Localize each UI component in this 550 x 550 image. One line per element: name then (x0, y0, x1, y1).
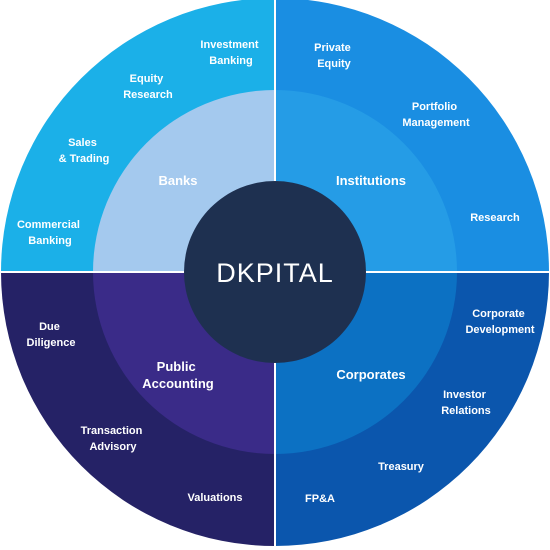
outer-label-private-equity: Private Equity (314, 42, 354, 70)
outer-label-portfolio-management: Portfolio Management (402, 101, 470, 129)
center-circle (184, 181, 366, 363)
inner-label-banks: Banks (158, 173, 197, 188)
outer-label-commercial-banking: Commercial Banking (17, 219, 83, 247)
outer-label-equity-research: Equity Research (123, 73, 173, 101)
inner-label-corporates: Corporates (336, 367, 405, 382)
outer-label-investment-banking: Investment Banking (200, 39, 261, 67)
outer-label-treasury: Treasury (378, 461, 425, 473)
outer-label-sales-trading: Sales & Trading (59, 137, 110, 165)
inner-label-public-accounting: Public Accounting (142, 359, 214, 391)
inner-label-institutions: Institutions (336, 173, 406, 188)
outer-label-transaction-advisory: Transaction Advisory (81, 425, 146, 453)
outer-label-due-diligence: Due Diligence (27, 321, 76, 349)
center-label: DKPITAL (216, 258, 334, 288)
outer-label-valuations: Valuations (187, 492, 242, 504)
outer-label-research: Research (470, 212, 520, 224)
outer-label-corporate-development: Corporate Development (465, 308, 534, 336)
outer-label-fpa: FP&A (305, 493, 335, 505)
outer-label-investor-relations: Investor Relations (441, 389, 491, 417)
